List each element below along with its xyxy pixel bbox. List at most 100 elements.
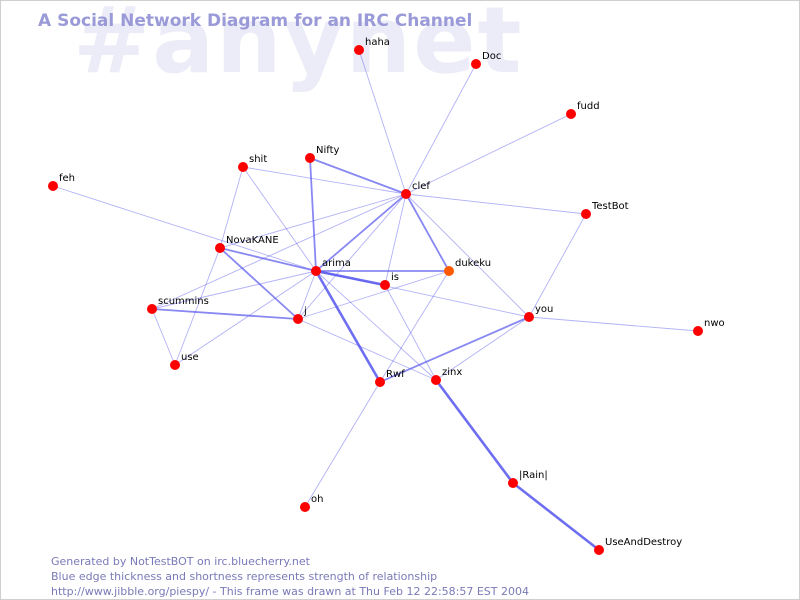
node-label-zinx: zinx [442, 367, 462, 378]
edge-clef-fudd [405, 113, 572, 195]
node-j: j [293, 306, 307, 324]
node-label-clef: clef [412, 181, 430, 192]
node-label-shit: shit [249, 154, 267, 165]
edge-zinx-Rain [434, 379, 515, 484]
node-dukeku: dukeku [444, 258, 491, 276]
node-label-Rwf: Rwf [386, 369, 405, 380]
footer-url-timestamp: http://www.jibble.org/piespy/ - This fra… [51, 585, 530, 598]
node-dot-Nifty [305, 153, 315, 163]
node-Rwf: Rwf [375, 369, 405, 387]
node-UseAndDestroy: UseAndDestroy [594, 537, 682, 555]
edge-Rwf-oh [304, 381, 381, 508]
edge-clef-scummins [151, 193, 407, 310]
node-label-haha: haha [365, 37, 390, 48]
edge-clef-shit [242, 166, 407, 195]
node-label-Nifty: Nifty [316, 145, 340, 156]
node-feh: feh [48, 173, 75, 191]
node-nwo: nwo [693, 318, 725, 336]
node-dot-you [524, 312, 534, 322]
node-use: use [170, 352, 199, 370]
node-dot-arima [311, 266, 321, 276]
edge-clef-j [297, 193, 407, 320]
edge-arima-use [174, 270, 317, 366]
diagram-title: A Social Network Diagram for an IRC Chan… [38, 11, 473, 31]
edge-clef-dukeku [405, 193, 450, 272]
node-Doc: Doc [471, 51, 501, 69]
node-Nifty: Nifty [305, 145, 340, 163]
edge-clef-is [384, 193, 407, 286]
node-dot-j [293, 314, 303, 324]
edge-j-zinx [297, 318, 437, 381]
node-dot-NovaKANE [215, 243, 225, 253]
node-dot-clef [401, 189, 411, 199]
edge-arima-j [297, 270, 317, 320]
edge-shit-NovaKANE [219, 166, 244, 249]
node-haha: haha [354, 37, 390, 55]
edge-arima-Rwf [314, 270, 382, 383]
node-dot-shit [238, 162, 248, 172]
node-dot-Doc [471, 59, 481, 69]
node-dot-nwo [693, 326, 703, 336]
node-is: is [380, 272, 399, 290]
node-label-NovaKANE: NovaKANE [226, 235, 279, 246]
node-fudd: fudd [566, 101, 600, 119]
node-label-oh: oh [311, 494, 323, 505]
edge-clef-arima [315, 193, 407, 272]
edge-scummins-use [151, 308, 176, 366]
footer-legend-note: Blue edge thickness and shortness repres… [51, 570, 438, 583]
node-dot-UseAndDestroy [594, 545, 604, 555]
edge-Rain-UseAndDestroy [512, 481, 600, 552]
node-clef: clef [401, 181, 430, 199]
node-label-use: use [181, 352, 199, 363]
node-label-Rain: |Rain| [519, 470, 548, 481]
edge-scummins-j [151, 308, 299, 320]
edge-j-dukeku [297, 270, 450, 320]
node-oh: oh [300, 494, 323, 512]
edge-you-zinx [435, 316, 530, 381]
node-dot-is [380, 280, 390, 290]
edge-you-nwo [528, 316, 699, 332]
node-dot-use [170, 360, 180, 370]
node-label-Doc: Doc [482, 51, 501, 62]
node-label-scummins: scummins [158, 296, 209, 307]
edge-is-zinx [384, 284, 437, 381]
edge-NovaKANE-j [219, 247, 299, 320]
node-zinx: zinx [431, 367, 462, 385]
edge-arima-zinx [315, 270, 437, 381]
edge-NovaKANE-use [174, 247, 221, 366]
node-you: you [524, 304, 553, 322]
edge-clef-Nifty [309, 157, 407, 195]
edge-clef-TestBot [405, 193, 587, 215]
node-label-TestBot: TestBot [591, 201, 629, 212]
node-dot-TestBot [581, 209, 591, 219]
edge-NovaKANE-arima [219, 247, 317, 272]
edge-shit-arima [242, 166, 317, 272]
edge-arima-is [315, 269, 386, 287]
node-NovaKANE: NovaKANE [215, 235, 279, 253]
edge-arima-scummins [151, 270, 317, 310]
node-dot-oh [300, 502, 310, 512]
edge-you-TestBot [528, 213, 587, 318]
node-label-arima: arima [322, 258, 351, 269]
node-dot-zinx [431, 375, 441, 385]
edge-clef-Doc [405, 63, 477, 195]
node-dot-Rain [508, 478, 518, 488]
node-label-nwo: nwo [704, 318, 725, 329]
edge-feh-arima [52, 185, 317, 272]
node-label-you: you [535, 304, 553, 315]
node-label-feh: feh [59, 173, 75, 184]
node-dot-dukeku [444, 266, 454, 276]
node-dot-feh [48, 181, 58, 191]
node-label-fudd: fudd [577, 101, 600, 112]
node-scummins: scummins [147, 296, 209, 314]
node-shit: shit [238, 154, 267, 172]
node-arima: arima [311, 258, 351, 276]
node-label-dukeku: dukeku [455, 258, 491, 269]
edge-clef-you [405, 193, 530, 318]
node-Rain: |Rain| [508, 470, 548, 488]
node-dot-Rwf [375, 377, 385, 387]
edge-arima-you [315, 270, 530, 318]
footer: Generated by NotTestBOT on irc.bluecherr… [51, 554, 529, 599]
